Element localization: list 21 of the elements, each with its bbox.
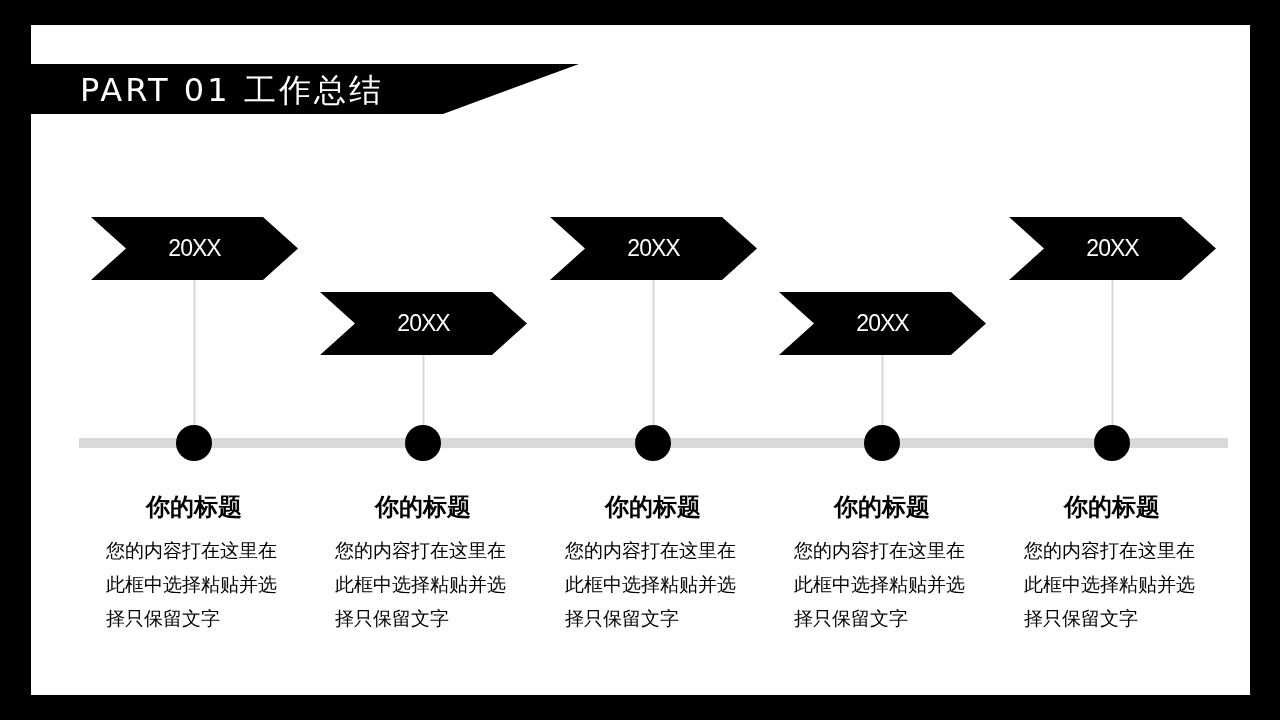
item-description: 您的内容打在这里在此框中选择粘贴并选择只保留文字 — [335, 538, 507, 631]
item-description: 您的内容打在这里在此框中选择粘贴并选择只保留文字 — [1024, 538, 1196, 631]
connector-line — [881, 354, 884, 426]
connector-line — [1111, 279, 1114, 426]
arrow-flag: 20XX — [779, 292, 986, 355]
item-description: 您的内容打在这里在此框中选择粘贴并选择只保留文字 — [565, 538, 737, 631]
connector-line — [652, 279, 655, 426]
slide-title: PART 01 工作总结 — [80, 70, 384, 111]
arrow-flag: 20XX — [320, 292, 527, 355]
connector-line — [193, 279, 196, 426]
item-description: 您的内容打在这里在此框中选择粘贴并选择只保留文字 — [106, 538, 278, 631]
arrow-flag: 20XX — [91, 217, 298, 280]
item-heading: 你的标题 — [144, 492, 243, 523]
item-heading: 你的标题 — [603, 492, 702, 523]
connector-line — [422, 354, 425, 426]
arrow-flag: 20XX — [1009, 217, 1216, 280]
item-description: 您的内容打在这里在此框中选择粘贴并选择只保留文字 — [794, 538, 966, 631]
item-heading: 你的标题 — [1062, 492, 1161, 523]
item-heading: 你的标题 — [373, 492, 472, 523]
item-heading: 你的标题 — [832, 492, 931, 523]
arrow-flag: 20XX — [550, 217, 757, 280]
